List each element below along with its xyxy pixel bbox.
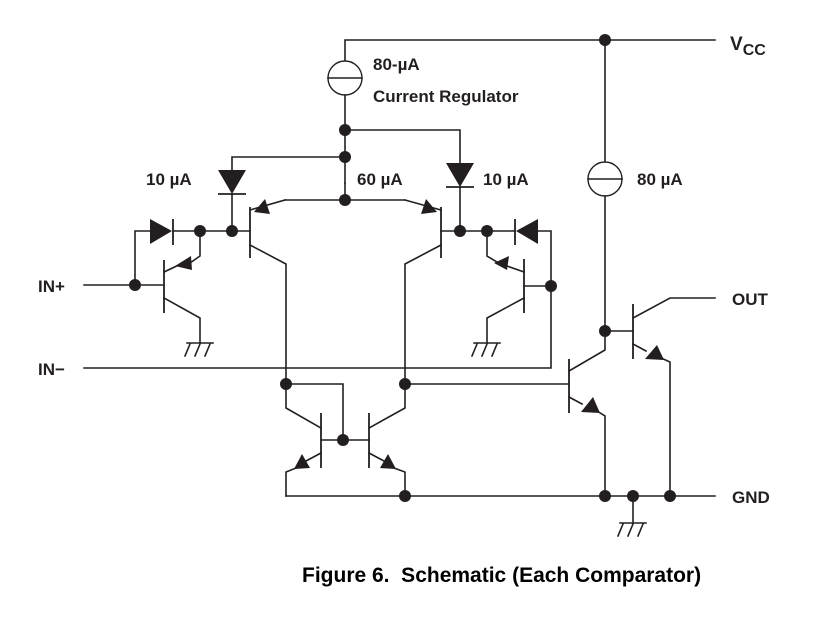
pnp-diff-pair <box>226 199 466 385</box>
ground-symbol <box>470 342 501 358</box>
ground-symbol <box>616 522 647 538</box>
left-bias-diode <box>218 156 346 232</box>
vcc-label: VCC <box>730 34 766 59</box>
vcc-rail <box>344 34 716 164</box>
gnd-label[interactable]: GND <box>732 488 770 507</box>
current-regulator-symbol <box>327 60 363 184</box>
left-input-stage <box>83 219 233 358</box>
tail-current-label: 60 µA <box>357 170 403 189</box>
regulator-current-label: 80-µA <box>373 55 420 74</box>
out-label[interactable]: OUT <box>732 290 769 309</box>
figure-caption: Figure 6. Schematic (Each Comparator) <box>302 564 701 587</box>
right-input-stage <box>83 219 557 369</box>
junction-dot <box>664 490 676 502</box>
current-mirror <box>280 378 411 497</box>
left-diode-current-label: 10 µA <box>146 170 192 189</box>
junction-dot <box>337 434 349 446</box>
regulator-name-label: Current Regulator <box>373 87 519 106</box>
in-minus-label[interactable]: IN− <box>38 360 65 379</box>
output-stage <box>404 297 716 497</box>
output-current-source <box>587 161 623 332</box>
junction-dot <box>599 490 611 502</box>
junction-dot <box>399 490 411 502</box>
ground-symbol <box>183 342 214 358</box>
output-source-current-label: 80 µA <box>637 170 683 189</box>
gnd-rail <box>399 490 716 538</box>
right-bias-diode <box>344 129 474 232</box>
in-plus-label[interactable]: IN+ <box>38 277 65 296</box>
right-diode-current-label: 10 µA <box>483 170 529 189</box>
junction-dot <box>599 34 611 46</box>
